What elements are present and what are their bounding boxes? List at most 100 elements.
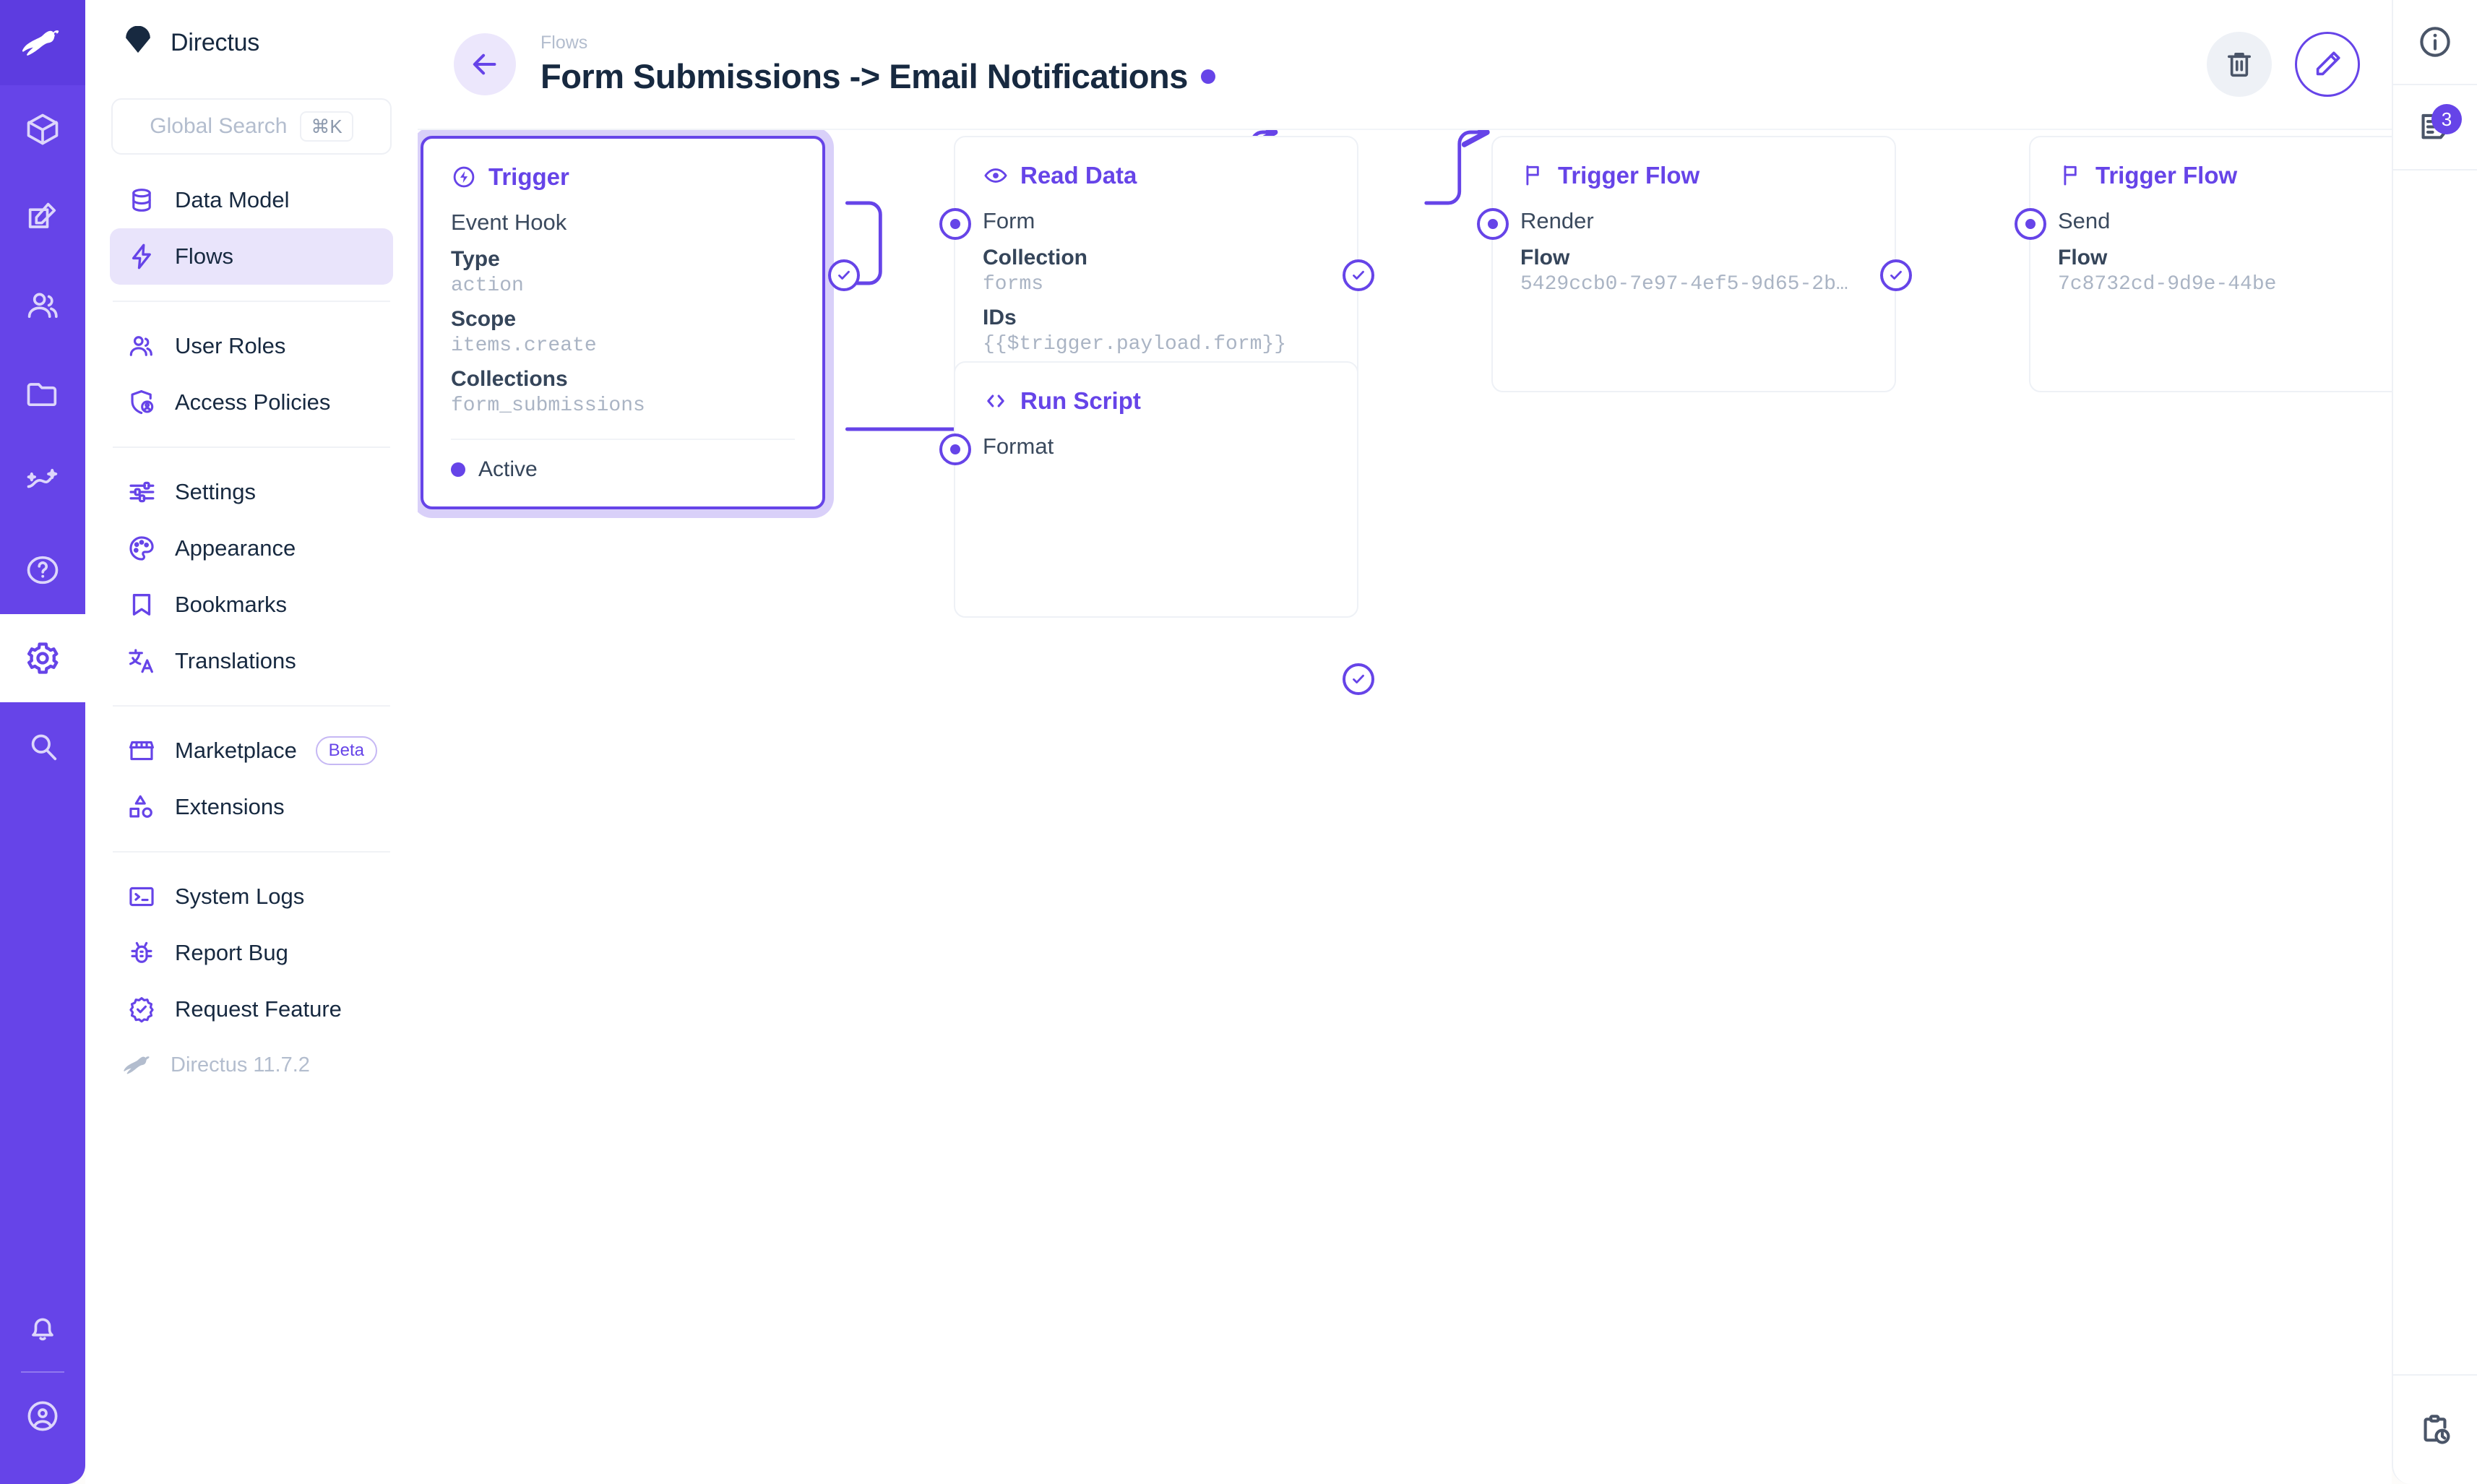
field-label: Flow (2058, 246, 2108, 269)
pencil-icon (2316, 51, 2340, 76)
sidebar-item-report-bug[interactable]: Report Bug (110, 925, 393, 981)
module-item-notifications[interactable] (0, 1289, 85, 1367)
module-item-settings[interactable] (0, 614, 85, 702)
status-badge (1200, 69, 1215, 84)
port-input-trigger-flow-render[interactable] (1477, 208, 1509, 240)
node-type-label: Trigger Flow (1558, 162, 1700, 189)
module-item-users[interactable] (0, 262, 85, 350)
sidebar-item-settings[interactable]: Settings (110, 464, 393, 520)
field-value: forms (983, 273, 1044, 295)
right-rail-item-logs[interactable]: 3 (2392, 85, 2477, 171)
node-type-header: Run Script (983, 387, 1330, 415)
question-circle-icon (27, 556, 59, 584)
status-dot-icon (451, 462, 465, 477)
module-item-files[interactable] (0, 350, 85, 438)
module-item-insights[interactable] (0, 438, 85, 526)
sidebar-item-appearance[interactable]: Appearance (110, 520, 393, 577)
port-resolve-trigger-flow-render[interactable] (1880, 259, 1912, 291)
edit-square-icon (28, 202, 56, 228)
sidebar-divider (113, 447, 390, 448)
port-input-read-data[interactable] (939, 208, 971, 240)
trigger-bolt-icon (453, 166, 475, 188)
flow-node-trigger[interactable]: Trigger Event Hook Type action Scope ite… (421, 136, 825, 509)
field-label: Collection (983, 246, 1088, 269)
sidebar-header: Directus (107, 0, 396, 85)
flow-node-read-data[interactable]: Read Data Form Collection forms IDs {{$t… (954, 136, 1358, 392)
right-rail: 3 (2392, 0, 2477, 1484)
arrow-left-icon (473, 53, 496, 75)
sidebar-item-label: User Roles (175, 333, 286, 358)
port-input-run-script[interactable] (939, 433, 971, 465)
app-version-label: Directus 11.7.2 (171, 1053, 310, 1077)
module-item-help[interactable] (0, 526, 85, 614)
flow-node-trigger-flow-send[interactable]: Trigger Flow Send Flow 7c8732cd-9d9e-44b… (2029, 136, 2392, 392)
node-subject: Event Hook (451, 210, 567, 235)
sidebar-item-flows[interactable]: Flows (110, 228, 393, 285)
node-type-label: Trigger Flow (2095, 162, 2238, 189)
flow-canvas[interactable]: Trigger Event Hook Type action Scope ite… (418, 130, 2392, 1484)
check-icon (838, 270, 850, 280)
module-item-search[interactable] (0, 702, 85, 790)
sidebar-item-access-policies[interactable]: Access Policies (110, 374, 393, 431)
main-area: Flows Form Submissions -> Email Notifica… (418, 0, 2392, 1484)
app-version: Directus 11.7.2 (107, 1037, 396, 1092)
port-resolve-trigger[interactable] (828, 259, 860, 291)
edit-button[interactable] (2295, 32, 2360, 97)
flag-icon (2064, 165, 2077, 186)
sidebar-item-label: Extensions (175, 794, 285, 819)
eye-icon (984, 168, 1007, 183)
marketplace-beta-badge: Beta (315, 735, 377, 766)
port-input-trigger-flow-send[interactable] (2015, 208, 2046, 240)
port-resolve-run-script[interactable] (1343, 663, 1374, 695)
sidebar-item-label: Data Model (175, 187, 290, 212)
delete-button[interactable] (2207, 32, 2272, 97)
sidebar-divider (113, 851, 390, 853)
field-value: form_submissions (451, 394, 645, 417)
sidebar-item-user-roles[interactable]: User Roles (110, 318, 393, 374)
sidebar-item-request-feature[interactable]: Request Feature (110, 981, 393, 1037)
sidebar-item-data-model[interactable]: Data Model (110, 172, 393, 228)
sidebar-item-label: Bookmarks (175, 592, 288, 617)
flag-icon (1526, 165, 1539, 186)
lightning-icon (126, 241, 158, 272)
people-icon (126, 330, 158, 362)
check-icon (1890, 270, 1902, 280)
breadcrumb[interactable]: Flows (540, 33, 588, 53)
flow-node-run-script[interactable]: Run Script Format (954, 361, 1358, 618)
code-brackets-icon (987, 394, 1004, 407)
folder-icon (27, 383, 57, 407)
port-dot-icon (1488, 219, 1498, 229)
palette-icon (126, 532, 158, 564)
field-value: 5429ccb0-7e97-4ef5-9d65-2b… (1520, 273, 1848, 295)
field-label: Collections (451, 367, 568, 391)
people-icon (27, 293, 58, 319)
sidebar-item-system-logs[interactable]: System Logs (110, 868, 393, 925)
page-header: Flows Form Submissions -> Email Notifica… (418, 0, 2392, 130)
flow-node-trigger-flow-render[interactable]: Trigger Flow Render Flow 5429ccb0-7e97-4… (1491, 136, 1896, 392)
page-title: Form Submissions -> Email Notifications (540, 57, 1188, 95)
right-rail-item-revisions[interactable] (2392, 1376, 2477, 1484)
directus-logo[interactable] (0, 0, 85, 85)
node-type-header: Trigger Flow (2058, 162, 2392, 189)
sliders-icon (126, 476, 158, 508)
port-resolve-read-data[interactable] (1343, 259, 1374, 291)
title-row: Form Submissions -> Email Notifications (540, 56, 1215, 96)
magnifier-icon (31, 734, 57, 761)
sidebar-item-marketplace[interactable]: Marketplace Beta (110, 722, 393, 779)
module-item-content[interactable] (0, 85, 85, 173)
logs-count-badge: 3 (2431, 104, 2462, 134)
sidebar-item-bookmarks[interactable]: Bookmarks (110, 577, 393, 633)
back-button[interactable] (454, 33, 516, 95)
module-item-account[interactable] (0, 1377, 85, 1455)
node-type-header: Trigger Flow (1520, 162, 1867, 189)
search-shortcut-key: ⌘K (300, 111, 353, 142)
search-input[interactable]: Global Search ⌘K (111, 98, 392, 155)
title-block: Flows Form Submissions -> Email Notifica… (540, 33, 1215, 96)
sidebar-group-data: Data Model Flows (107, 172, 396, 285)
check-icon (1353, 270, 1364, 280)
terminal-icon (126, 881, 158, 913)
module-item-editor[interactable] (0, 173, 85, 262)
sidebar-item-extensions[interactable]: Extensions (110, 779, 393, 835)
sidebar-item-translations[interactable]: Translations (110, 633, 393, 689)
right-rail-item-info[interactable] (2392, 0, 2477, 85)
